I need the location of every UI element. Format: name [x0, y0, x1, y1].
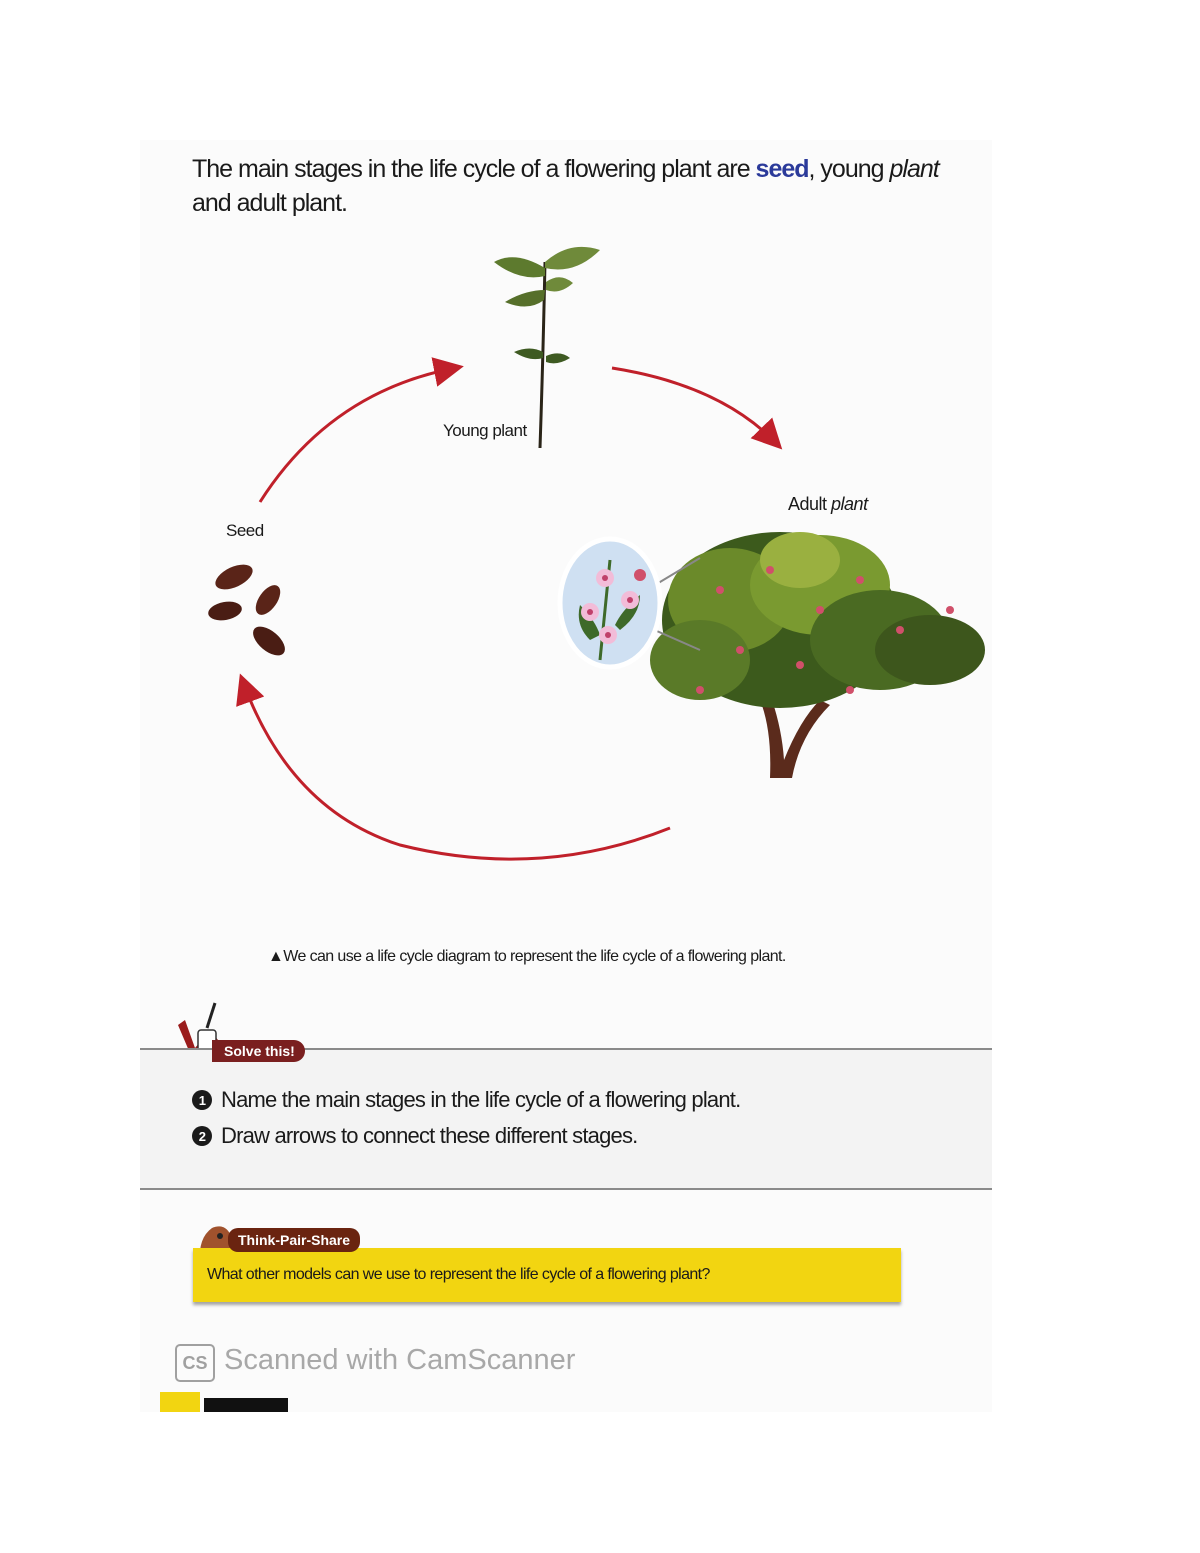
- arrow-young-to-adult: [611, 366, 783, 450]
- label-adult-plant-italic: plant: [831, 494, 868, 514]
- question-2-text: Draw arrows to connect these different s…: [221, 1123, 638, 1148]
- intro-part1: The main stages in the life cycle of a f…: [192, 155, 756, 183]
- camscanner-watermark: Scanned with CamScanner: [224, 1344, 576, 1376]
- intro-text: The main stages in the life cycle of a f…: [192, 152, 982, 220]
- think-pair-share-question: What other models can we use to represen…: [207, 1266, 710, 1283]
- arrow-adult-to-seed: [236, 673, 671, 861]
- adult-tree-illustration: [650, 532, 985, 778]
- question-1: 1 Name the main stages in the life cycle…: [192, 1087, 741, 1113]
- page-footer-tab: [160, 1392, 200, 1412]
- think-pair-share-tag: Think-Pair-Share: [228, 1228, 361, 1252]
- question-2: 2 Draw arrows to connect these different…: [192, 1123, 638, 1149]
- intro-part3: and adult plant.: [192, 189, 348, 217]
- question-1-number: 1: [192, 1090, 212, 1110]
- solve-this-section: [140, 1048, 992, 1190]
- young-plant-illustration: [494, 246, 600, 449]
- diagram-caption: ▲We can use a life cycle diagram to repr…: [268, 948, 786, 965]
- camscanner-logo-icon: CS: [175, 1344, 215, 1382]
- arrow-seed-to-young: [258, 357, 464, 503]
- intro-seed: seed: [755, 155, 810, 183]
- label-adult-plant: Adult plant: [788, 494, 868, 515]
- question-2-number: 2: [192, 1126, 212, 1146]
- seeds-illustration: [208, 564, 285, 656]
- label-adult-word: Adult: [788, 494, 832, 514]
- textbook-page: [140, 140, 992, 1412]
- flower-inset-illustration: [557, 536, 701, 670]
- solve-this-tag: Solve this!: [212, 1040, 305, 1062]
- intro-plant: plant: [889, 155, 939, 183]
- page-footer-bar: [204, 1398, 288, 1412]
- intro-part2: , young: [808, 155, 890, 183]
- think-pair-share-box: [193, 1248, 901, 1302]
- label-young-plant: Young plant: [443, 421, 527, 440]
- question-1-text: Name the main stages in the life cycle o…: [221, 1087, 741, 1112]
- label-seed: Seed: [226, 521, 264, 540]
